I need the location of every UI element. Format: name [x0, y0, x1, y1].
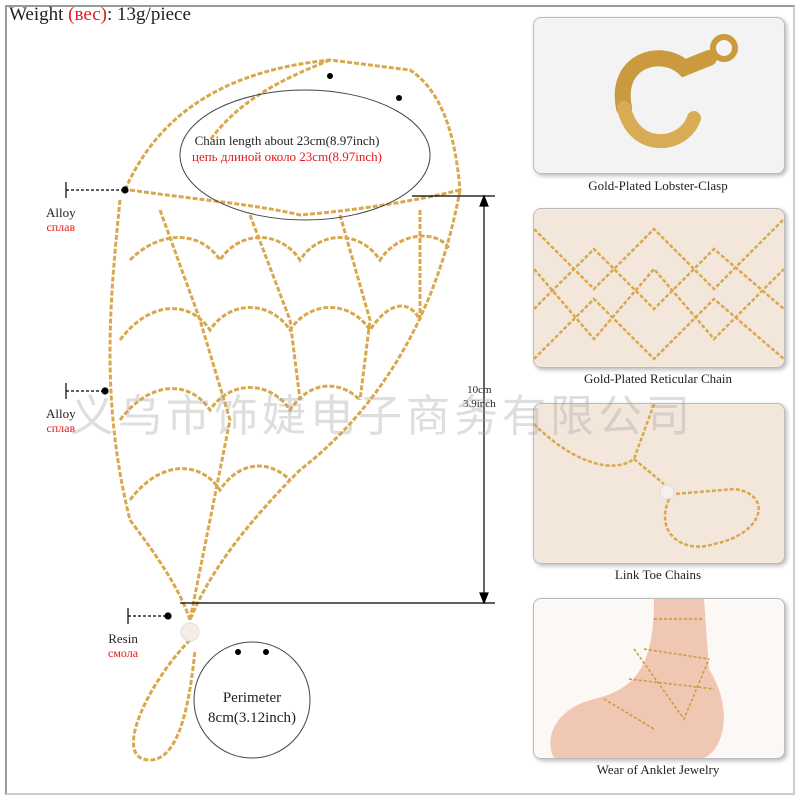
chain-length-ru: цепь длиной около 23cm(8.97inch): [192, 149, 382, 164]
weight-value: : 13g/piece: [107, 4, 191, 25]
anklet-worn-image: [550, 599, 724, 758]
perimeter-label: Perimeter: [222, 690, 282, 706]
caption-toe-chains: Link Toe Chains: [614, 567, 702, 582]
perimeter-value: 8cm(3.12inch): [208, 710, 296, 726]
image-frame: [5, 5, 795, 795]
caption-reticular-chain: Gold-Plated Reticular Chain: [583, 371, 733, 386]
chain-net: [108, 58, 462, 762]
panel-toe-chains: [533, 403, 785, 564]
chain-length-en: Chain length about 23cm(8.97inch): [194, 133, 380, 148]
reticular-chain-image: [534, 218, 784, 361]
panel-lobster-clasp: [533, 17, 785, 174]
anklet-illustration: [65, 58, 495, 762]
panel-anklet-worn: [533, 598, 785, 759]
panel-reticular-chain: [533, 208, 785, 368]
perimeter-circle: [193, 641, 311, 759]
perimeter-text: Perimeter 8cm(3.12inch): [194, 688, 310, 728]
weight-title: Weight (вес): 13g/piece: [9, 4, 191, 26]
resin-bead: [180, 622, 200, 642]
lobster-clasp-image: [614, 34, 738, 149]
chain-length-ellipse: [179, 89, 431, 221]
chain-length-text: Chain length about 23cm(8.97inch) цепь д…: [192, 133, 382, 165]
toe-chains-image: [534, 404, 760, 548]
weight-label-ru: (вес): [68, 4, 108, 25]
caption-anklet-worn: Wear of Anklet Jewelry: [596, 762, 720, 777]
weight-label: Weight: [9, 4, 69, 25]
dimension-lines: [65, 182, 495, 624]
caption-lobster-clasp: Gold-Plated Lobster-Clasp: [588, 178, 728, 193]
